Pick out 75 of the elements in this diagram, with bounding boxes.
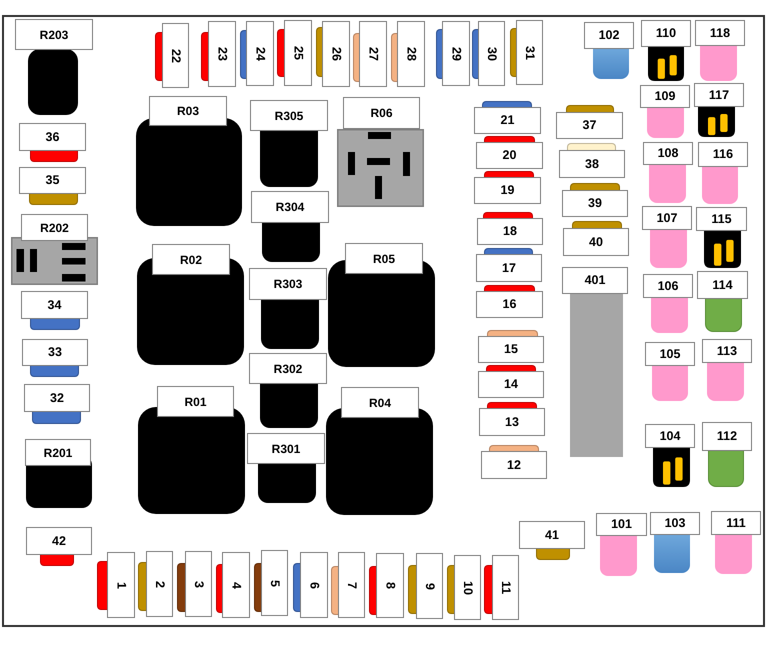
fuse-number-label: 106	[643, 274, 693, 298]
fuse-number-label: 41	[519, 521, 585, 549]
fuse-number-label: 118	[695, 20, 745, 46]
fuse-number-label: 5	[261, 550, 288, 616]
fuse-number-label: 40	[563, 228, 629, 256]
fuse-number-label: 32	[24, 384, 90, 412]
fuse-number-label: 23	[208, 21, 236, 87]
fuse-number-label: 1	[107, 552, 135, 618]
fuse-number-label: 38	[559, 150, 625, 178]
fuse-number-label: 102	[584, 22, 634, 49]
fuse-number-label: 114	[697, 271, 748, 299]
relay-number-label: R304	[251, 191, 329, 223]
fuse-number-label: 31	[516, 20, 543, 85]
fuse-number-label: 115	[696, 207, 747, 231]
fuse-number-label: 3	[185, 551, 212, 617]
fuse-number-label: 104	[645, 424, 695, 448]
fuse-number-label: 112	[702, 422, 752, 451]
fuse-number-label: 111	[711, 511, 761, 535]
fuse-number-label: 101	[596, 513, 647, 536]
fuse-number-label: 116	[698, 142, 748, 167]
fuse-number-label: 37	[556, 112, 623, 139]
fuse-number-label: 103	[650, 512, 700, 535]
fuse-number-label: 30	[478, 21, 505, 86]
fuse-number-label: 15	[478, 336, 544, 363]
relay-number-label: R305	[250, 100, 328, 131]
relay-number-label: R03	[149, 96, 227, 126]
fuse-number-label: 20	[476, 142, 543, 169]
fuse-number-label: 7	[338, 552, 365, 618]
fuse-number-label: 19	[474, 177, 541, 204]
fuse-number-label: 25	[284, 20, 312, 86]
fuse-number-label: 105	[645, 342, 695, 366]
fuse-number-label: 33	[22, 339, 88, 366]
fuse-number-label: 113	[702, 339, 752, 363]
fuse-number-label: 42	[26, 527, 92, 555]
fuse-number-label: 17	[476, 254, 542, 282]
fuse-number-label: 108	[643, 142, 693, 165]
relay-number-label: R202	[21, 214, 88, 241]
fuse-number-label: 22	[162, 23, 189, 88]
fuse-number-label: 11	[492, 555, 519, 620]
fuse-number-label: 26	[322, 21, 350, 87]
fuse-number-label: 28	[397, 21, 425, 87]
fuse-number-label: 401	[562, 267, 628, 294]
fuse-number-label: 9	[416, 553, 443, 619]
relay-number-label: R06	[343, 97, 420, 129]
fuse-number-label: 109	[640, 85, 690, 108]
fuse-number-label: 110	[641, 20, 691, 47]
relay-number-label: R201	[25, 439, 91, 466]
fuse-number-label: 21	[474, 107, 541, 134]
relay-number-label: R301	[247, 433, 325, 464]
fuse-number-label: 27	[359, 21, 387, 87]
fuse-number-label: 35	[19, 167, 86, 194]
fuse-number-label: 8	[376, 553, 404, 618]
fuse-number-label: 18	[477, 218, 543, 245]
fuse-number-label: 2	[146, 551, 173, 617]
fuse-number-label: 39	[562, 190, 628, 217]
fuse-number-label: 6	[300, 552, 328, 618]
relay-number-label: R01	[157, 386, 234, 417]
relay-number-label: R302	[249, 353, 327, 384]
fuse-number-label: 107	[642, 206, 692, 230]
fuse-number-label: 36	[19, 123, 86, 151]
relay-number-label: R02	[152, 244, 230, 275]
fuse-number-label: 29	[442, 21, 470, 86]
fuse-number-label: 14	[478, 371, 544, 398]
fuse-number-label: 16	[476, 291, 543, 318]
fuse-number-label: 34	[21, 291, 88, 319]
fuse-number-label: 24	[246, 21, 274, 86]
fuse-number-label: 12	[481, 451, 547, 479]
fuse-number-label: 117	[694, 83, 744, 107]
relay-number-label: R05	[345, 243, 423, 274]
relay-number-label: R303	[249, 268, 327, 300]
relay-number-label: R203	[15, 19, 93, 50]
relay-number-label: R04	[341, 387, 419, 418]
fuse-number-label: 13	[479, 408, 545, 436]
fuse-number-label: 4	[222, 552, 250, 618]
fuse-number-label: 10	[454, 555, 481, 620]
